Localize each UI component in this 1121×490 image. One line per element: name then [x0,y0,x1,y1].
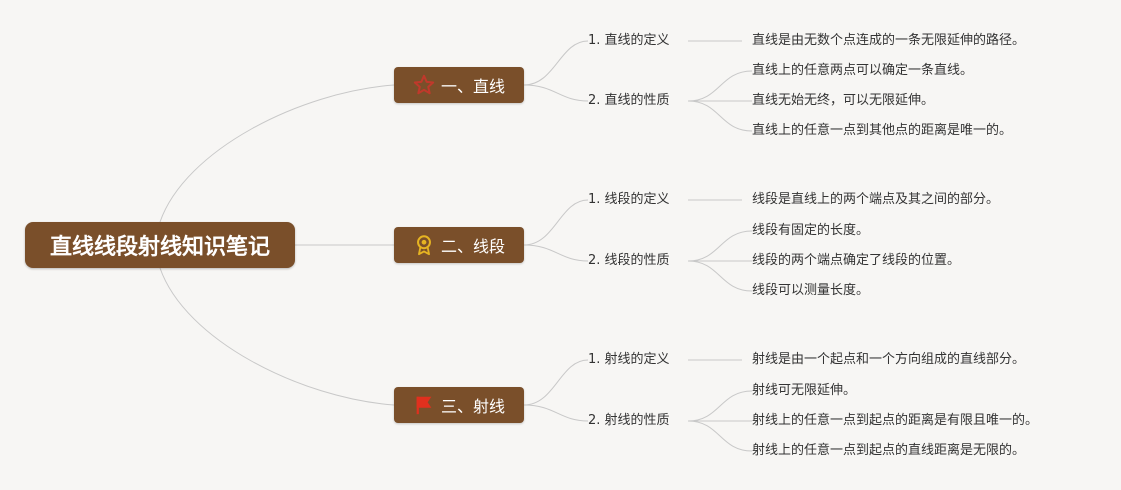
connector-b2-sub2 [523,244,589,262]
branch-label-3: 三、射线 [440,397,505,416]
leaf-node[interactable]: 线段有固定的长度。 [752,223,870,238]
branch-label-2: 二、线段 [440,237,505,256]
leaf-node[interactable]: 线段的两个端点确定了线段的位置。 [752,253,961,268]
leaf-node[interactable]: 线段是直线上的两个端点及其之间的部分。 [752,192,1000,207]
sub-node-3-1[interactable]: 1. 射线的定义 [588,352,670,367]
leaf-node[interactable]: 直线上的任意一点到其他点的距离是唯一的。 [752,123,1013,138]
star-icon [413,74,435,96]
sub-node-1-2[interactable]: 2. 直线的性质 [588,93,670,108]
leaf-node[interactable]: 直线无始无终，可以无限延伸。 [752,93,935,108]
sub-node-1-1[interactable]: 1. 直线的定义 [588,33,670,48]
connector-b3-sub1 [523,359,589,406]
sub-node-3-2[interactable]: 2. 射线的性质 [588,413,670,428]
connector-b1-leaf4 [687,100,753,132]
leaf-node[interactable]: 射线上的任意一点到起点的直线距离是无限的。 [752,443,1026,458]
connector-b2-leaf4 [687,260,753,292]
connector-b1-sub2 [523,84,589,102]
flag-icon [413,394,435,416]
leaf-node[interactable]: 直线上的任意两点可以确定一条直线。 [752,63,974,78]
connector-b3-leaf2 [687,390,753,422]
root-title: 直线线段射线知识笔记 [49,235,270,260]
connector-b2-sub1 [523,199,589,246]
leaf-node[interactable]: 线段可以测量长度。 [752,283,870,298]
sub-node-2-1[interactable]: 1. 线段的定义 [588,192,670,207]
root-node[interactable]: 直线线段射线知识笔记 [25,222,295,268]
branch-node-3[interactable]: 三、射线 [394,387,524,423]
branch-node-2[interactable]: 二、线段 [394,227,524,263]
connector-b1-sub1 [523,40,589,86]
connector-b3-sub2 [523,404,589,422]
sub-node-2-2[interactable]: 2. 线段的性质 [588,253,670,268]
branch-node-1[interactable]: 一、直线 [394,67,524,103]
leaf-node[interactable]: 射线上的任意一点到起点的距离是有限且唯一的。 [752,413,1039,428]
connector-root-branch-3 [159,267,395,406]
connector-root-branch-1 [159,84,395,223]
connector-b3-leaf4 [687,420,753,452]
connector-b2-leaf2 [687,230,753,262]
branch-label-1: 一、直线 [440,77,505,96]
medal-icon [413,234,435,256]
leaf-node[interactable]: 射线是由一个起点和一个方向组成的直线部分。 [752,352,1026,367]
connector-b1-leaf2 [687,70,753,102]
leaf-node[interactable]: 射线可无限延伸。 [752,383,857,398]
leaf-node[interactable]: 直线是由无数个点连成的一条无限延伸的路径。 [752,33,1026,48]
